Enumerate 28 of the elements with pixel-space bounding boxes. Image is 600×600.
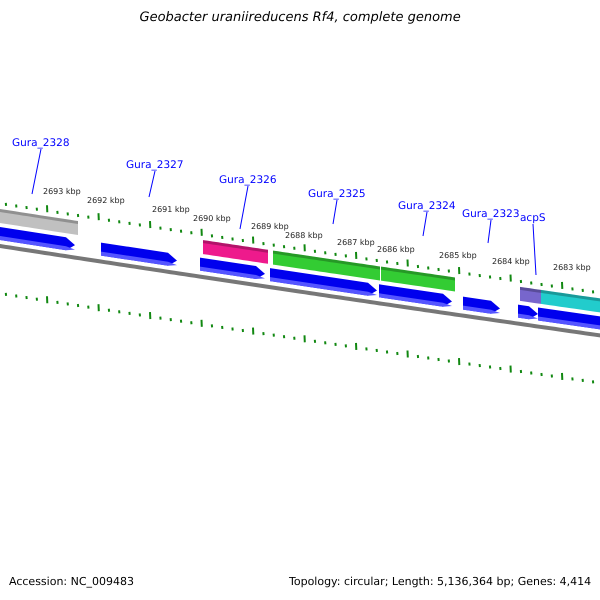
scale-label: 2689 kbp — [251, 221, 289, 232]
scale-label: 2691 kbp — [152, 204, 190, 216]
leader-line — [240, 186, 248, 230]
scale-label: 2693 kbp — [43, 186, 81, 198]
scale-label: 2687 kbp — [337, 237, 375, 249]
scale-label: 2688 kbp — [285, 231, 323, 242]
title: Geobacter uraniireducens Rf4, complete genome — [140, 12, 461, 24]
leader-line — [422, 212, 428, 236]
gene-label: Gura_2328 — [12, 137, 70, 149]
accession-text: Accession: NC_009483 — [9, 576, 134, 588]
gene-label: Gura_2326 — [219, 174, 277, 186]
gene-label: acpS — [520, 212, 546, 224]
gene-label: Gura_2323 — [462, 208, 520, 220]
scale-label: 2685 kbp — [439, 250, 477, 262]
gene-label: Gura_2325 — [308, 188, 366, 200]
leader-line — [148, 170, 156, 198]
gene-label: Gura_2327 — [126, 159, 184, 171]
scale-label: 2686 kbp — [377, 244, 415, 256]
scale-label: 2684 kbp — [492, 256, 530, 268]
scale-label: 2690 kbp — [193, 213, 231, 225]
leader-line — [488, 220, 492, 244]
leader-line — [332, 200, 338, 224]
leader-line — [32, 148, 42, 194]
genome-summary-text: Topology: circular; Length: 5,136,364 bp; Genes: 4,414 — [289, 576, 592, 588]
scale-label: 2692 kbp — [87, 195, 125, 207]
leader-line — [532, 224, 536, 276]
scale-label: 2683 kbp — [553, 262, 591, 274]
gene-label: Gura_2324 — [398, 200, 456, 212]
